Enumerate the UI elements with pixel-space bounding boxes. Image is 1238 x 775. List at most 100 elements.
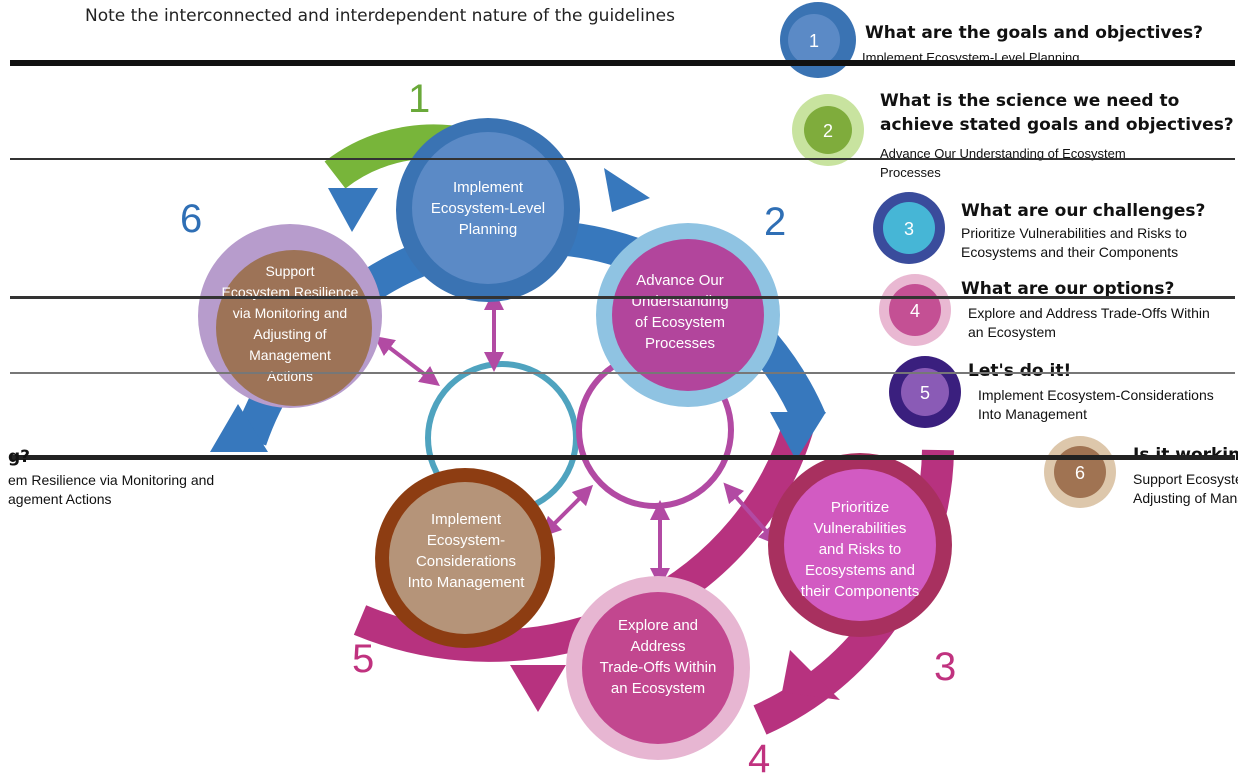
text-line: Prioritize — [831, 499, 889, 516]
text-line: 3 — [904, 219, 914, 239]
text-line: their Components — [801, 583, 919, 600]
question-title: What are the goals and objectives? — [865, 23, 1203, 43]
text-line: and Risks to — [819, 541, 902, 558]
text-line: What are the goals and objectives? — [865, 23, 1203, 43]
question-desc: Support Ecosystem Resilience via Monitor… — [1133, 471, 1238, 506]
text-line: Ecosystems and their Components — [961, 244, 1178, 260]
glitch-band — [10, 60, 1235, 66]
cycle-number: 2 — [764, 200, 786, 244]
text-line: Planning — [459, 221, 517, 238]
question-title: Let's do it! — [968, 361, 1071, 381]
cycle-arrowhead — [604, 168, 650, 212]
cycle-arrowhead — [770, 412, 826, 460]
text-line: an Ecosystem — [968, 324, 1056, 340]
badge-2: 2 — [792, 94, 864, 166]
text-line: Ecosystem-Level — [431, 200, 545, 217]
glitch-band — [10, 158, 1235, 160]
badge-number: 4 — [910, 301, 920, 321]
cycle-arrowhead — [328, 188, 378, 232]
badge-1: 1 — [780, 2, 856, 78]
note-text: Note the interconnected and interdepende… — [85, 6, 675, 26]
question-desc: Prioritize Vulnerabilities and Risks to E… — [961, 225, 1187, 260]
text-line: 4 — [748, 737, 770, 775]
text-line: via Monitoring and — [233, 305, 347, 321]
spoke — [540, 484, 594, 538]
spoke — [723, 482, 779, 546]
badge-number: 6 — [1075, 463, 1085, 483]
text-line: Processes — [645, 335, 715, 352]
glitch-band — [10, 296, 1235, 299]
badge-number: 1 — [809, 31, 819, 51]
text-line: Trade-Offs Within — [600, 659, 717, 676]
text-line: 6 — [1075, 463, 1085, 483]
glitch-band — [10, 372, 1235, 374]
text-line: What are our options? — [961, 279, 1174, 299]
text-line: Actions — [267, 368, 313, 384]
cycle-arrowhead — [782, 650, 840, 700]
text-line: Explore and Address Trade-Offs Within — [968, 305, 1210, 321]
text-line: 5 — [352, 637, 374, 681]
text-line: 5 — [920, 383, 930, 403]
question-desc: Explore and Address Trade-Offs Within an … — [968, 305, 1210, 340]
badge-3: 3 — [873, 192, 945, 264]
text-line: of Ecosystem — [635, 314, 725, 331]
cycle-number: 1 — [408, 77, 430, 121]
fragment-line: em Resilience via Monitoring and — [8, 472, 215, 488]
text-line: Implement — [431, 511, 502, 528]
text-line: Let's do it! — [968, 361, 1071, 381]
badge-number: 5 — [920, 383, 930, 403]
text-line: Vulnerabilities — [814, 520, 907, 537]
text-line: Prioritize Vulnerabilities and Risks to — [961, 225, 1187, 241]
cycle-arrowhead — [210, 404, 268, 452]
badge-6: 6 — [1044, 436, 1116, 508]
text-line: Implement — [453, 179, 524, 196]
cycle-number: 6 — [180, 197, 202, 241]
cycle-arrowhead — [510, 665, 566, 712]
text-line: Considerations — [416, 553, 516, 570]
text-line: 4 — [910, 301, 920, 321]
text-line: Support — [265, 263, 314, 279]
text-line: Management — [249, 347, 331, 363]
cycle-number: 3 — [934, 645, 956, 689]
text-line: Advance Our Understanding of Ecosystem — [880, 146, 1126, 161]
question-title: What are our options? — [961, 279, 1174, 299]
text-line: Ecosystem- — [427, 532, 505, 549]
text-line: 1 — [408, 77, 430, 121]
fragment-line: agement Actions — [8, 491, 112, 507]
badge-4: 4 — [879, 274, 951, 346]
text-line: What is the science we need to — [880, 91, 1179, 111]
text-line: Adjusting of Management Actions — [1133, 490, 1238, 506]
text-line: Address — [630, 638, 685, 655]
text-line: achieve stated goals and objectives? — [880, 115, 1234, 135]
glitch-band — [10, 455, 1235, 460]
text-line: 2 — [823, 121, 833, 141]
text-line: 3 — [934, 645, 956, 689]
text-line: Implement Ecosystem-Considerations — [978, 387, 1214, 403]
text-line: Advance Our — [636, 272, 724, 289]
text-line: Explore and — [618, 617, 698, 634]
question-title: What is the science we need to achieve st… — [880, 91, 1234, 135]
badge-number: 3 — [904, 219, 914, 239]
cycle-number: 4 — [748, 737, 770, 775]
text-line: 6 — [180, 197, 202, 241]
text-line: Into Management — [978, 406, 1087, 422]
badge-5: 5 — [889, 356, 961, 428]
badge-number: 2 — [823, 121, 833, 141]
text-line: What are our challenges? — [961, 201, 1205, 221]
text-line: Adjusting of — [253, 326, 326, 342]
text-line: Support Ecosystem Resilience via Monitor… — [1133, 471, 1238, 487]
text-line: Ecosystems and — [805, 562, 915, 579]
